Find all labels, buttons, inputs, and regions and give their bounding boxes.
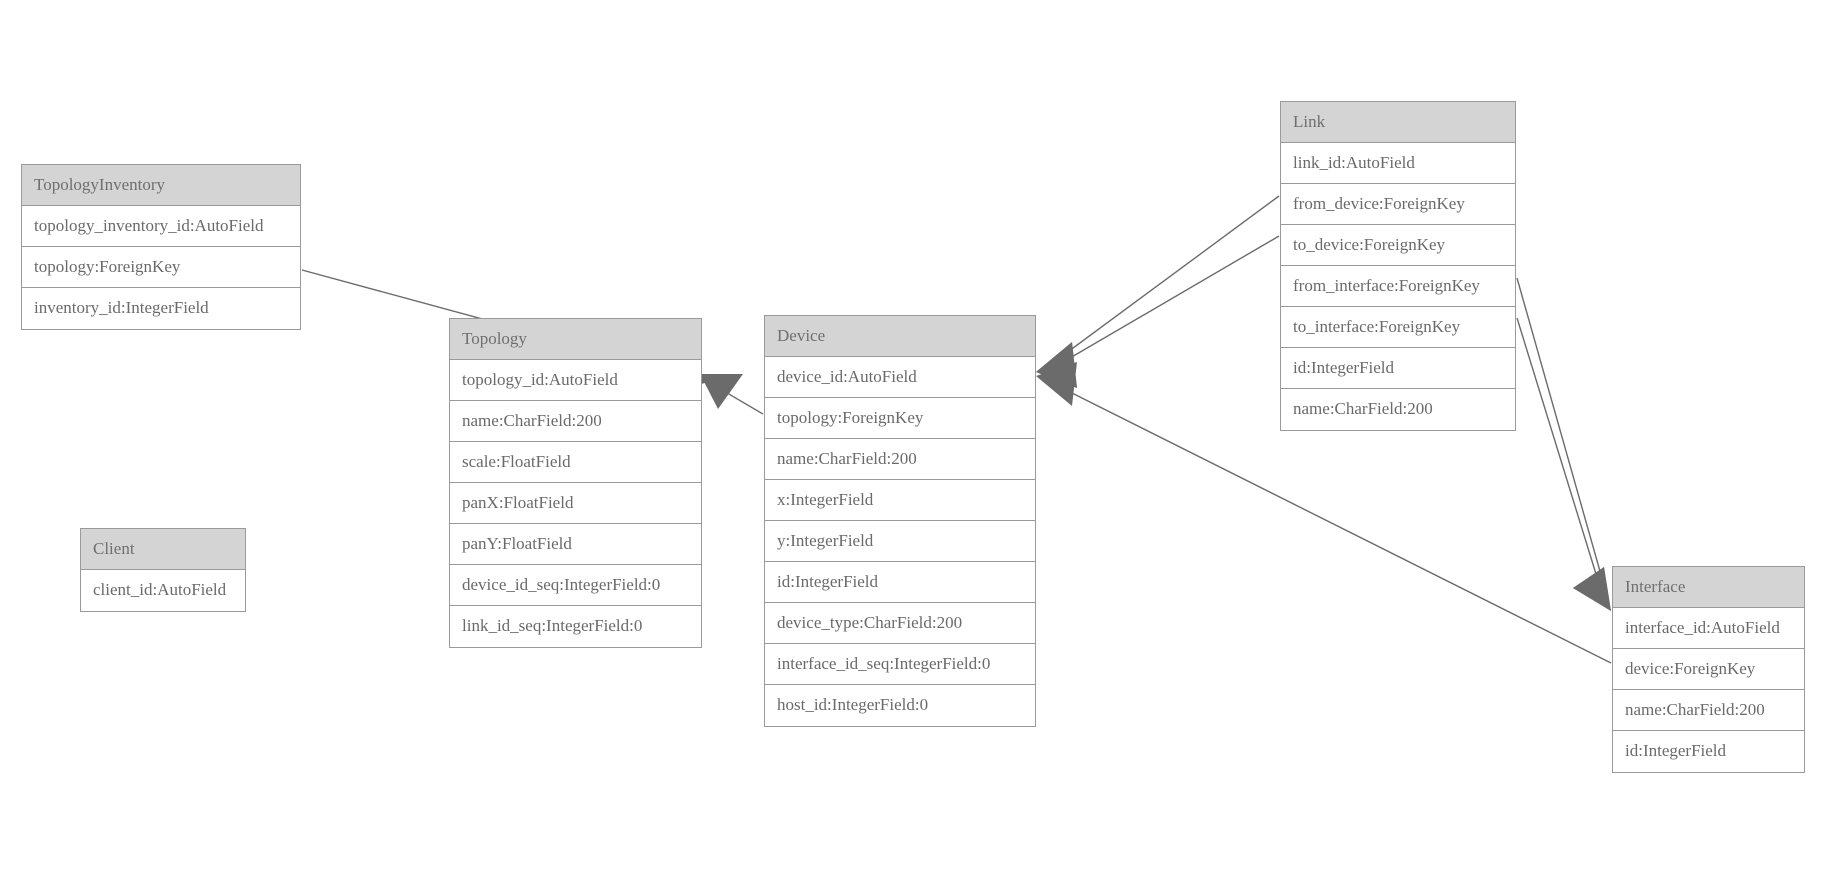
entity-field: to_device:ForeignKey [1281, 225, 1515, 266]
entity-field: client_id:AutoField [81, 570, 245, 611]
entity-field: name:CharField:200 [765, 439, 1035, 480]
entity-title: Topology [450, 319, 701, 360]
entity-field: name:CharField:200 [450, 401, 701, 442]
entity-field: id:IntegerField [1281, 348, 1515, 389]
entity-field: link_id_seq:IntegerField:0 [450, 606, 701, 647]
entity-field: host_id:IntegerField:0 [765, 685, 1035, 726]
edge-link-to-device [1036, 235, 1280, 388]
entity-field: from_interface:ForeignKey [1281, 266, 1515, 307]
entity-field: x:IntegerField [765, 480, 1035, 521]
entity-field: device_id:AutoField [765, 357, 1035, 398]
entity-title: Link [1281, 102, 1515, 143]
entity-field: from_device:ForeignKey [1281, 184, 1515, 225]
entity-title: Client [81, 529, 245, 570]
edge-device-topology [700, 374, 764, 415]
entity-field: link_id:AutoField [1281, 143, 1515, 184]
entity-field: topology:ForeignKey [765, 398, 1035, 439]
entity-title: Interface [1613, 567, 1804, 608]
entity-field: device_id_seq:IntegerField:0 [450, 565, 701, 606]
entity-field: name:CharField:200 [1613, 690, 1804, 731]
entity-topologyinventory[interactable]: TopologyInventory topology_inventory_id:… [21, 164, 301, 330]
entity-field: inventory_id:IntegerField [22, 288, 300, 329]
entity-field: y:IntegerField [765, 521, 1035, 562]
edge-link-from-interface [1516, 277, 1611, 611]
entity-field: panX:FloatField [450, 483, 701, 524]
entity-title: TopologyInventory [22, 165, 300, 206]
entity-interface[interactable]: Interface interface_id:AutoField device:… [1612, 566, 1805, 773]
entity-field: topology_id:AutoField [450, 360, 701, 401]
entity-topology[interactable]: Topology topology_id:AutoField name:Char… [449, 318, 702, 648]
entity-field: id:IntegerField [1613, 731, 1804, 772]
entity-device[interactable]: Device device_id:AutoField topology:Fore… [764, 315, 1036, 727]
entity-field: to_interface:ForeignKey [1281, 307, 1515, 348]
entity-field: panY:FloatField [450, 524, 701, 565]
entity-field: scale:FloatField [450, 442, 701, 483]
entity-field: id:IntegerField [765, 562, 1035, 603]
entity-field: interface_id_seq:IntegerField:0 [765, 644, 1035, 685]
edge-link-to-interface [1516, 317, 1611, 611]
entity-title: Device [765, 316, 1035, 357]
entity-field: name:CharField:200 [1281, 389, 1515, 430]
edge-link-from-device [1036, 195, 1280, 388]
entity-field: interface_id:AutoField [1613, 608, 1804, 649]
entity-field: topology_inventory_id:AutoField [22, 206, 300, 247]
entity-field: topology:ForeignKey [22, 247, 300, 288]
entity-field: device_type:CharField:200 [765, 603, 1035, 644]
entity-client[interactable]: Client client_id:AutoField [80, 528, 246, 612]
entity-field: device:ForeignKey [1613, 649, 1804, 690]
entity-link[interactable]: Link link_id:AutoField from_device:Forei… [1280, 101, 1516, 431]
